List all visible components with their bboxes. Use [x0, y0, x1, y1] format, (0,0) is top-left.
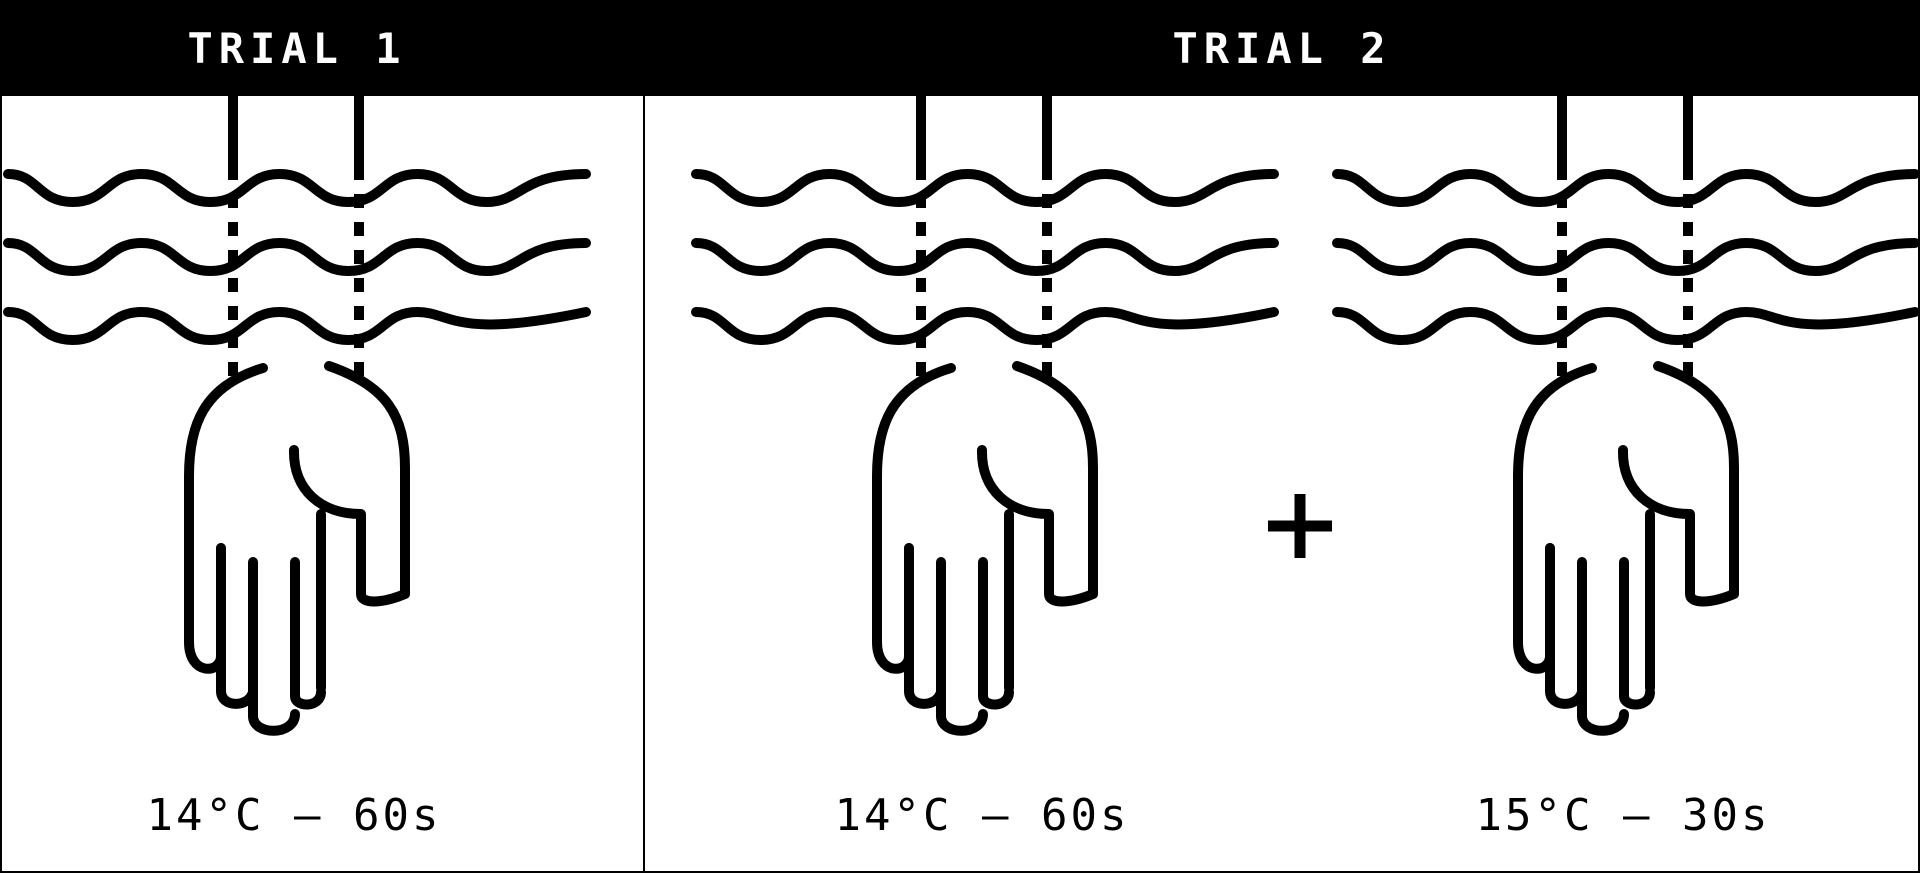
trial-2-condition-2-label: 15°C — 30s: [1475, 790, 1771, 841]
water-waves-icon: [8, 96, 586, 731]
trial-2-condition-1-label: 14°C — 60s: [834, 790, 1130, 841]
plus-icon: [1268, 494, 1332, 558]
trials-header: TRIAL 1 TRIAL 2: [0, 0, 1920, 96]
water-waves-icon: [1337, 96, 1915, 731]
hand-in-water-scene-1: [3, 96, 591, 746]
trial-2-panel: [643, 96, 1920, 873]
trial-1-panel: [0, 96, 645, 873]
hand-in-water-scene-3: [1332, 96, 1920, 746]
hand-in-water-scene-2: [691, 96, 1279, 746]
water-waves-icon: [696, 96, 1274, 731]
trial-2-title: TRIAL 2: [1172, 24, 1392, 73]
trial-1-title: TRIAL 1: [187, 24, 407, 73]
trial-1-condition-label: 14°C — 60s: [146, 790, 442, 841]
